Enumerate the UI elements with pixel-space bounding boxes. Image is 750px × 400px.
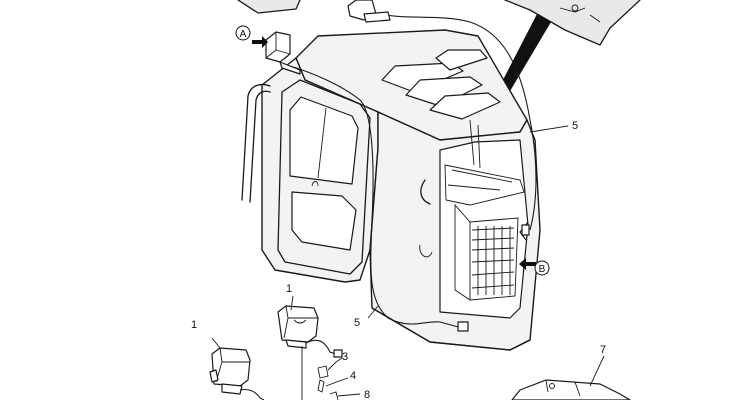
fastener-part-4: 4 xyxy=(317,370,356,393)
callout-5-bottom: 5 xyxy=(354,305,379,329)
view-b-marker: B xyxy=(519,258,550,276)
callout-5-bottom-label: 5 xyxy=(354,317,360,329)
fastener-part-8: 8 xyxy=(329,389,370,400)
partial-assembly-top-right xyxy=(504,0,641,46)
view-a-marker: A xyxy=(235,25,268,48)
work-light-rear xyxy=(347,0,391,23)
wire-harness xyxy=(289,13,537,332)
work-light-part-1-lower: 1 xyxy=(191,319,265,400)
callout-7-label: 7 xyxy=(600,344,606,356)
component-part-7: 7 xyxy=(511,344,631,400)
operator-cab xyxy=(241,29,541,351)
work-light-view-a xyxy=(265,31,301,75)
callout-3-label: 3 xyxy=(342,351,348,363)
work-light-part-1-upper: 1 xyxy=(277,283,343,400)
callout-1-upper-label: 1 xyxy=(286,283,292,295)
partial-component-top-left xyxy=(237,0,301,14)
callout-5-right-label: 5 xyxy=(572,120,578,132)
fastener-part-3: 3 xyxy=(317,351,348,379)
callout-4-label: 4 xyxy=(350,370,356,382)
callout-5-right: 5 xyxy=(529,120,578,133)
view-a-label: A xyxy=(240,29,247,40)
door-window xyxy=(289,96,359,185)
callout-1-lower-label: 1 xyxy=(191,319,197,331)
view-b-label: B xyxy=(539,264,546,275)
callout-8-label: 8 xyxy=(364,389,370,400)
